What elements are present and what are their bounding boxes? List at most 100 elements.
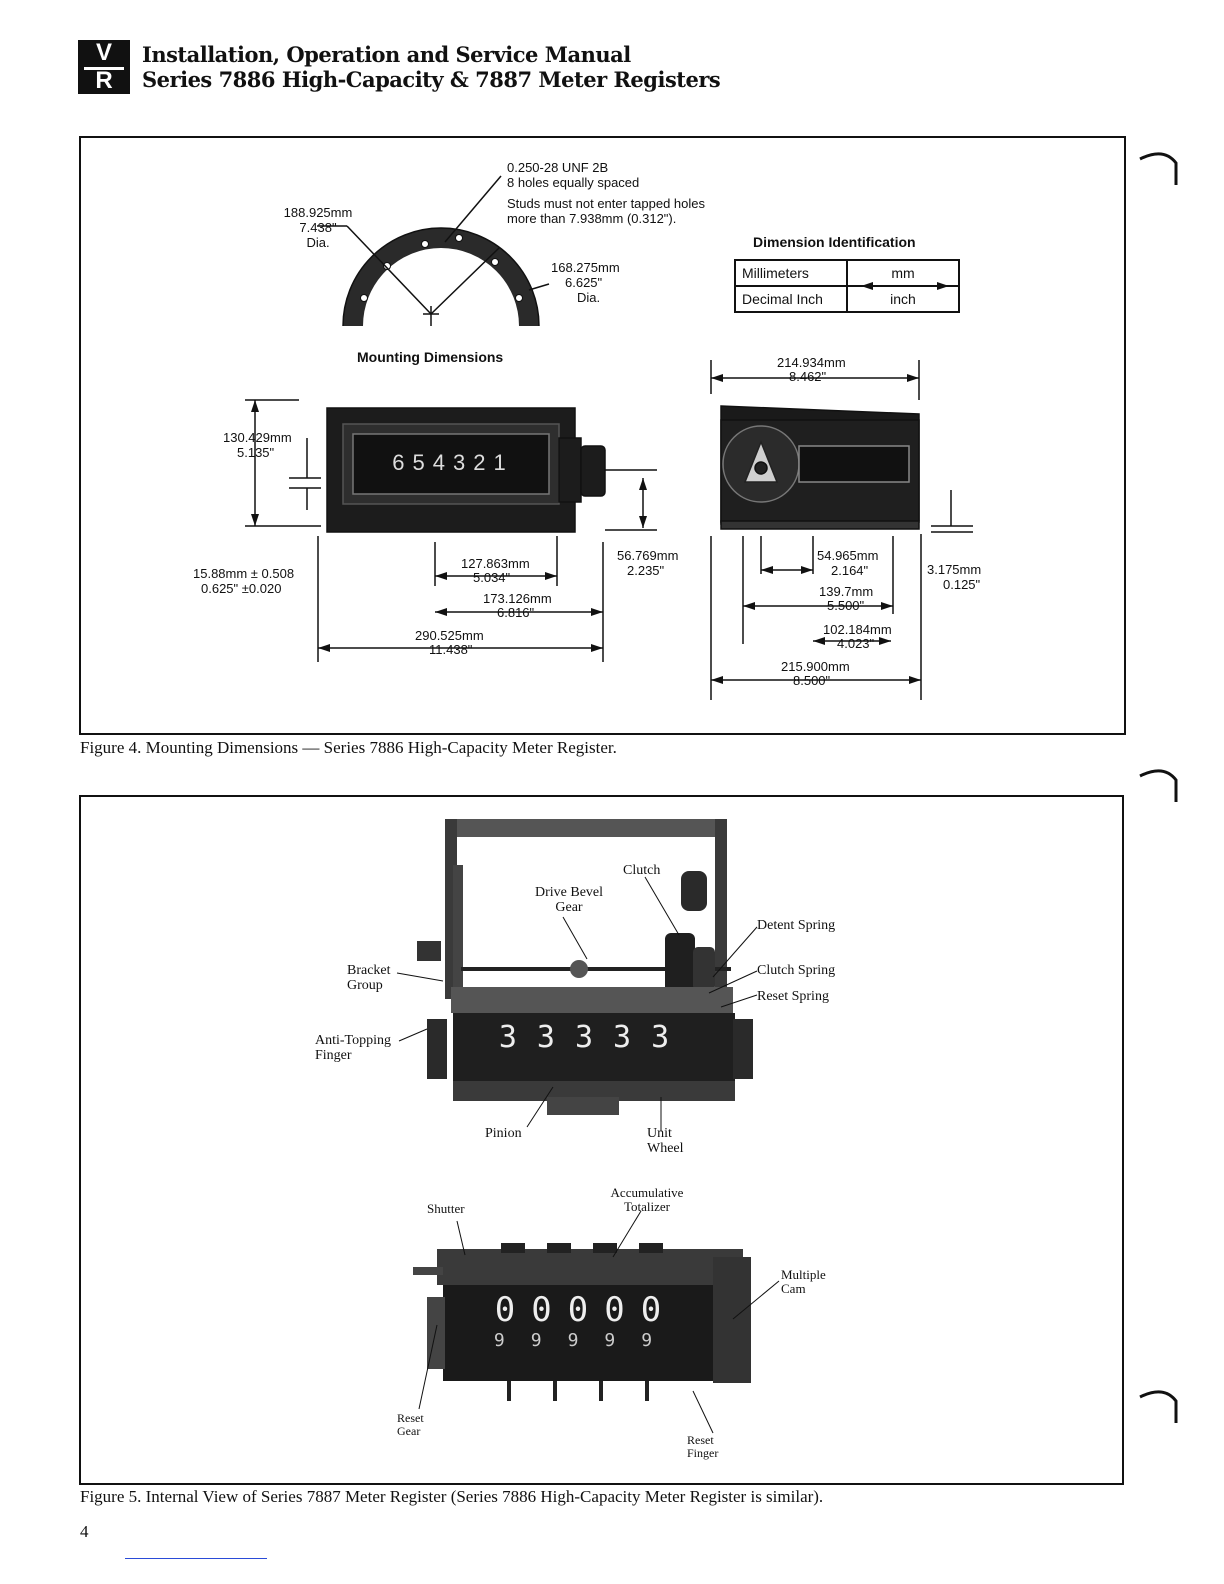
label-detent-spring: Detent Spring (757, 918, 836, 933)
wheel-digit: 3 (651, 1020, 690, 1055)
vr-logo: V R (78, 40, 130, 94)
totalizer-next-digit: 9 (641, 1330, 679, 1351)
top-in: 8.462" (789, 369, 827, 384)
s1-mm: 54.965mm (817, 548, 879, 563)
plate-in: 0.125" (943, 577, 981, 592)
offset-in: 0.625" ±0.020 (201, 581, 282, 596)
label-clutch: Clutch (623, 863, 661, 878)
figure-5-caption: Figure 5. Internal View of Series 7887 M… (80, 1487, 824, 1506)
figure-5-drawing (396, 819, 780, 1434)
inner-dia-label: Dia. (577, 290, 601, 305)
dim-id-label: Millimeters (734, 259, 848, 287)
s3-mm: 102.184mm (823, 622, 892, 637)
d2-in: 6.816" (497, 605, 535, 620)
label-drive-bevel-gear-1: Drive Bevel (534, 885, 604, 900)
totalizer-next-digit: 9 (530, 1330, 568, 1351)
label-bracket-group-1: Bracket (347, 963, 391, 978)
totalizer-digit: 0 (531, 1290, 568, 1330)
front-counter-digit: 4 (432, 450, 453, 475)
offset-mm: 15.88mm ± 0.508 (193, 566, 295, 581)
logo-divider (84, 67, 124, 70)
outer-dia-mm: 188.925mm (283, 205, 353, 220)
label-accumulative-totalizer-1: Accumulative (610, 1185, 684, 1200)
unit-wheel-digits: 33333 (469, 1021, 719, 1055)
s1-in: 2.164" (831, 563, 869, 578)
front-counter-digit: 2 (473, 450, 494, 475)
logo-letter-v: V (95, 39, 112, 66)
d3-in: 11.438" (429, 642, 473, 657)
top-mm: 214.934mm (777, 355, 846, 370)
label-reset-finger-1: Reset (687, 1433, 714, 1447)
label-clutch-spring: Clutch Spring (757, 963, 836, 978)
outer-dia-in: 7.438" (299, 220, 337, 235)
front-counter-digit: 5 (412, 450, 433, 475)
d3-mm: 290.525mm (415, 628, 484, 643)
totalizer-next-digit: 9 (493, 1330, 531, 1351)
hole-note-line2: 8 holes equally spaced (507, 175, 640, 190)
totalizer-digit: 0 (640, 1290, 678, 1330)
label-multiple-cam-2: Cam (781, 1281, 806, 1296)
table-row: Decimal Inch inch (734, 285, 960, 313)
d1-mm: 127.863mm (461, 556, 530, 571)
hole-note-line1: 0.250-28 UNF 2B (507, 160, 609, 175)
wheel-digit: 3 (574, 1020, 614, 1055)
figure-5-frame: 33333 00000 99999 Clutch Drive Bevel Gea… (79, 795, 1124, 1485)
margin-hook-mark (1139, 152, 1178, 185)
s2-mm: 139.7mm (819, 584, 874, 599)
s4-in: 8.500" (793, 673, 831, 688)
stud-note-line1: Studs must not enter tapped holes (507, 196, 706, 211)
totalizer-next-digit: 9 (567, 1330, 605, 1351)
dimension-identification-title: Dimension Identification (753, 234, 916, 250)
table-row: Millimeters mm (734, 259, 960, 287)
dim-id-value: mm (846, 259, 960, 287)
label-reset-finger-2: Finger (687, 1446, 719, 1460)
s3-in: 4.023" (837, 636, 875, 651)
inner-dia-mm: 168.275mm (551, 260, 620, 275)
label-reset-gear-1: Reset (397, 1411, 424, 1425)
front-counter-digits: 654321 (373, 450, 533, 476)
label-unit-wheel-2: Wheel (647, 1141, 684, 1156)
label-reset-gear-2: Gear (397, 1424, 421, 1438)
mounting-ring-arc (343, 228, 539, 327)
margin-hook-mark (1139, 1390, 1178, 1423)
wheel-digit: 3 (613, 1020, 652, 1055)
label-accumulative-totalizer-2: Totalizer (623, 1199, 670, 1214)
totalizer-next-digit: 9 (604, 1330, 642, 1351)
logo-letter-r: R (95, 67, 113, 94)
front-counter-digit: 3 (453, 450, 474, 475)
s2-in: 5.500" (827, 598, 865, 613)
stud-note-line2: more than 7.938mm (0.312"). (507, 211, 677, 226)
figure-4-frame: 654321 0.250-28 UNF 2B 8 holes equally s… (79, 136, 1126, 735)
s4-mm: 215.900mm (781, 659, 850, 674)
d2-mm: 173.126mm (483, 591, 552, 606)
inner-dia-in: 6.625" (565, 275, 603, 290)
plate-mm: 3.175mm (927, 562, 982, 577)
label-unit-wheel-1: Unit (647, 1126, 672, 1141)
dim-id-label: Decimal Inch (734, 285, 848, 313)
height-in: 5.135" (237, 445, 275, 460)
header-title-line1: Installation, Operation and Service Manu… (142, 42, 631, 67)
label-reset-spring: Reset Spring (757, 989, 829, 1004)
margin-hook-mark (1139, 769, 1178, 802)
label-multiple-cam-1: Multiple (781, 1267, 826, 1282)
totalizer-next-digits: 99999 (461, 1331, 711, 1351)
totalizer-digit: 0 (604, 1290, 641, 1330)
wheel-digit: 3 (498, 1020, 537, 1055)
d1-in: 5.034" (473, 570, 511, 585)
mounting-dimensions-title: Mounting Dimensions (357, 349, 504, 365)
lower-mechanism-illustration (413, 1243, 751, 1401)
label-pinion: Pinion (485, 1126, 522, 1141)
outer-dia-label: Dia. (306, 235, 330, 250)
height-mm: 130.429mm (223, 430, 292, 445)
knob-mm: 56.769mm (617, 548, 679, 563)
footer-rule (125, 1558, 267, 1559)
figure-4-caption: Figure 4. Mounting Dimensions — Series 7… (80, 738, 617, 757)
wheel-digit: 3 (536, 1020, 575, 1055)
label-drive-bevel-gear-2: Gear (555, 900, 583, 915)
front-counter-digit: 1 (493, 450, 514, 475)
totalizer-digit: 0 (567, 1290, 605, 1330)
label-bracket-group-2: Group (347, 978, 383, 993)
page-number: 4 (80, 1522, 89, 1541)
totalizer-digits: 00000 (461, 1291, 711, 1329)
header-title-line2: Series 7886 High-Capacity & 7887 Meter R… (142, 67, 721, 92)
